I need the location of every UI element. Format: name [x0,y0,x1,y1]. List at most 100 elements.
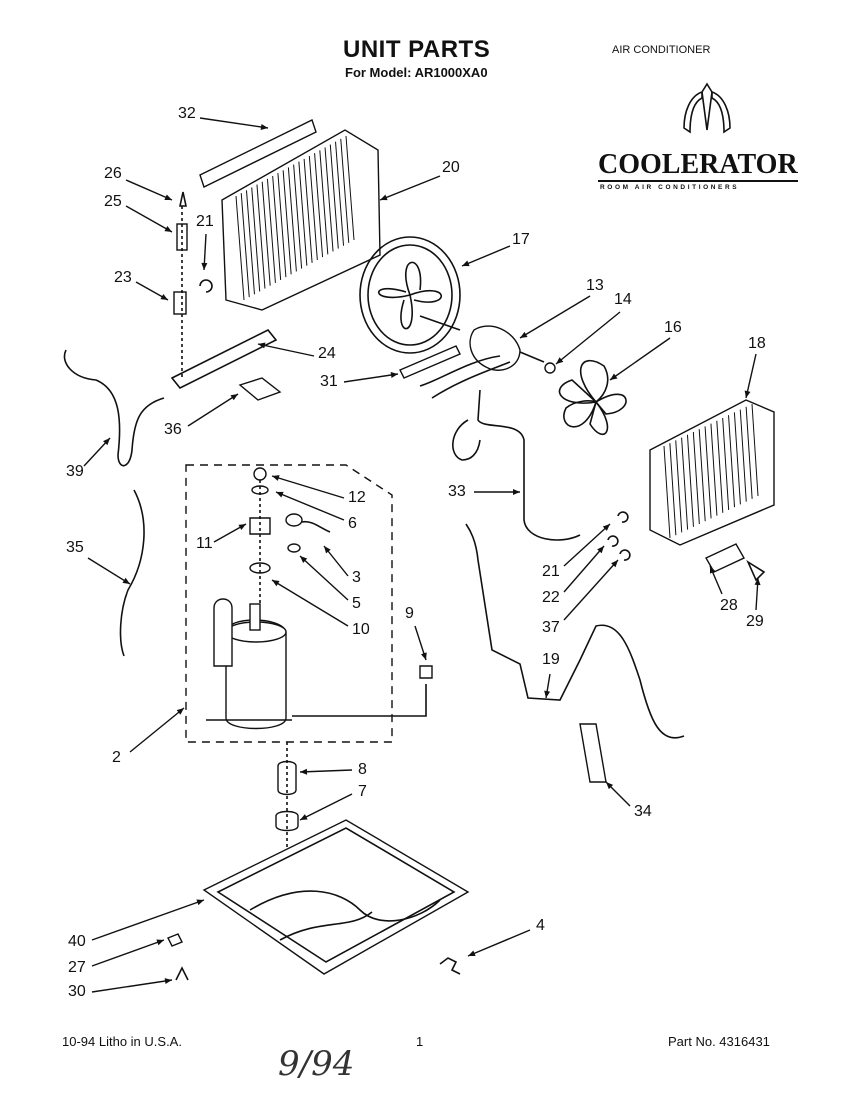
leader-arrowhead [272,580,280,587]
base-pan [202,819,470,975]
leader-arrowhead [300,768,308,775]
compressor-small-parts [249,467,331,604]
callout-number: 2 [112,749,121,766]
clip-23 [173,291,187,315]
callout-number: 16 [664,319,682,336]
callout-number: 40 [68,933,86,950]
leader-arrowhead [556,357,564,364]
callout-number: 3 [352,569,361,586]
leader-arrowhead [380,194,388,201]
callout-number: 21 [196,213,214,230]
coil-fin [686,434,694,527]
wire-harness-35 [119,489,145,657]
leader-arrowhead [122,577,130,584]
leader-line [91,979,173,993]
coil-fin [751,403,759,497]
coil-fin [698,429,706,522]
leader-arrowhead [160,293,168,300]
coil-fin [251,187,261,292]
callout-number: 6 [348,515,357,532]
coil-fin [245,190,255,295]
leader-line [555,311,621,365]
coil-fin [293,164,303,269]
callout-number: 9 [405,605,414,622]
leader-line [87,557,131,585]
leader-line [343,373,399,383]
leader-line [187,393,239,427]
leader-arrowhead [710,566,716,574]
leader-arrowhead [611,560,618,568]
leader-arrowhead [520,331,528,338]
leader-line [129,707,185,753]
callout-number: 33 [448,483,466,500]
coil-fin [345,135,355,241]
leader-arrowhead [272,475,280,481]
leader-arrowhead [468,950,476,957]
leader-arrowhead [260,124,268,130]
leader-line [257,343,315,357]
coil-fin [266,178,276,283]
coil-fin [298,161,308,266]
leader-line [299,555,349,601]
page-number: 1 [416,1034,424,1049]
coil-fin [692,431,700,525]
callout-number: 37 [542,619,560,636]
coil-fin [745,406,753,499]
leader-arrowhead [276,491,284,498]
coil-fin [256,184,266,289]
leader-line [299,769,353,773]
clip-4 [439,957,461,975]
callout-number: 17 [512,231,530,248]
callout-number: 20 [442,159,460,176]
condenser-coil [649,399,775,546]
leader-arrowhead [744,390,751,398]
coil-fin [272,175,282,281]
compressor-group-box [185,464,393,743]
leader-line [125,205,173,233]
leader-arrowhead [238,524,246,531]
handwritten-date: 9/94 [278,1044,355,1084]
callout-number: 30 [68,983,86,1000]
callout-number: 4 [536,917,545,934]
coil-fin [314,153,324,258]
clip-21 [617,511,629,523]
screw-27 [167,933,183,947]
coil-fin [728,415,736,508]
coil-fin [240,193,250,298]
coil-fin [340,138,350,243]
coolerator-emblem-icon [683,82,731,134]
leader-line [609,337,671,381]
clip-30 [175,966,189,981]
tube-33 [477,389,581,541]
callout-number: 7 [358,783,367,800]
clip-22 [607,535,619,547]
leader-line [467,929,531,957]
tube-19 [465,523,685,739]
leader-arrowhead [164,194,172,200]
leader-arrowhead [201,262,208,270]
callout-labels: 3226252123201713141618243136391261135351… [66,105,766,1000]
product-type: AIR CONDITIONER [612,44,711,56]
leader-arrowhead [300,556,308,563]
leader-arrowhead [258,342,266,349]
page-title: UNIT PARTS [343,36,491,63]
leader-line [563,545,605,593]
filter-34 [579,723,607,783]
terminal-block-31 [399,345,461,379]
leader-arrowhead [610,373,618,380]
coil-fin [675,440,683,533]
coil-fin [739,409,747,502]
leader-line [563,523,611,567]
pad-36 [238,377,282,401]
leader-arrowhead [324,546,331,554]
leader-lines [83,117,761,993]
part-number: Part No. 4316431 [668,1034,770,1049]
callout-number: 35 [66,539,84,556]
leader-line [299,793,353,821]
leader-arrowhead [300,814,308,820]
leader-line [519,295,591,339]
callout-number: 26 [104,165,122,182]
coil-fin [663,445,671,539]
callout-number: 23 [114,269,132,286]
